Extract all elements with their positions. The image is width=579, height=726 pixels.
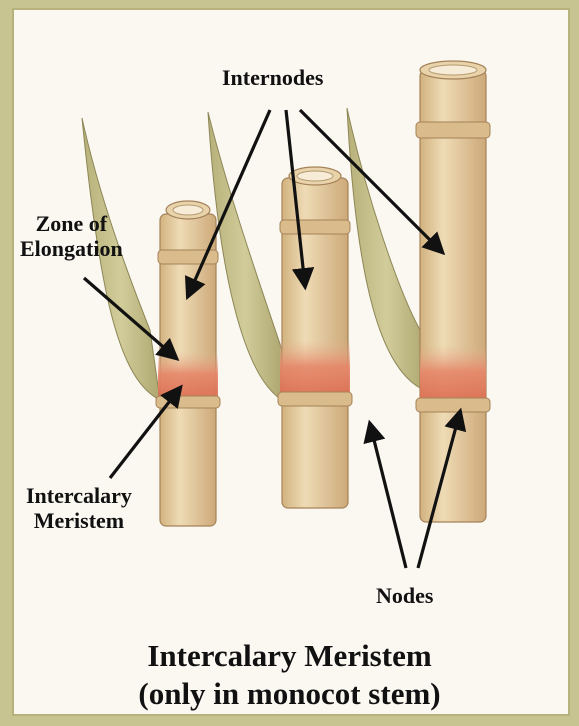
stem-left (156, 201, 220, 526)
meristem-label-line1: Intercalary (26, 484, 132, 509)
zone-of-elongation-label: Zone of Elongation (20, 212, 123, 261)
stem-right (416, 61, 490, 522)
leaf-sheath-3 (347, 108, 426, 390)
diagram-title: Intercalary Meristem (0, 638, 579, 674)
zone-label-line2: Elongation (20, 237, 123, 262)
diagram-subtitle: (only in monocot stem) (0, 676, 579, 712)
nodes-label: Nodes (376, 584, 433, 609)
leaf-sheath-2 (208, 112, 282, 400)
stem-middle (278, 167, 352, 508)
intercalary-meristem-label: Intercalary Meristem (26, 484, 132, 533)
internodes-label: Internodes (222, 66, 323, 91)
arrow-node-middle (370, 424, 406, 568)
meristem-label-line2: Meristem (26, 509, 132, 534)
zone-label-line1: Zone of (20, 212, 123, 237)
